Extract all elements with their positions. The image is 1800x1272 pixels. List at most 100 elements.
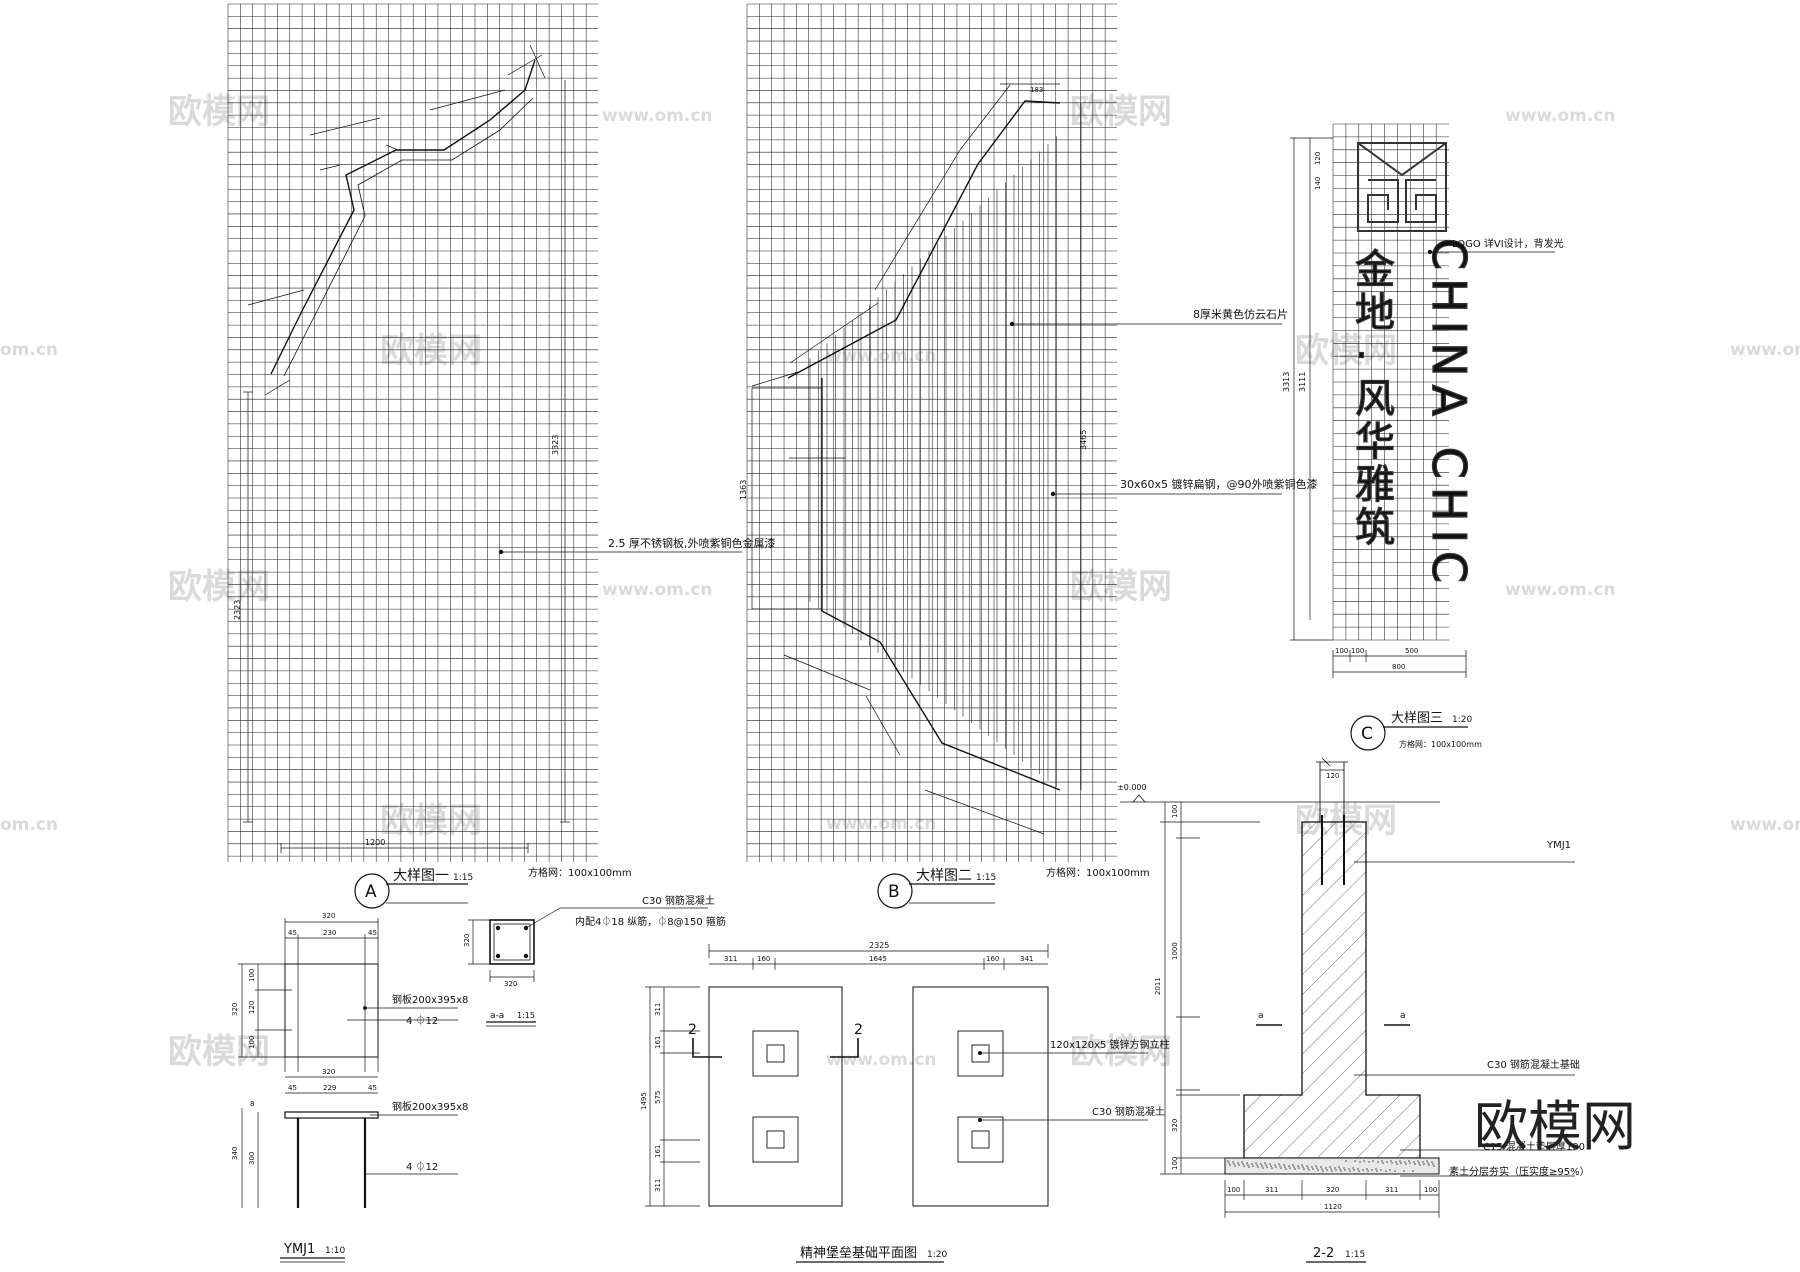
detail-a-width: 1200	[365, 838, 385, 847]
ymj1-plate-callout: 钢板200x395x8	[392, 993, 468, 1006]
ymj1-side-2: 120	[248, 1001, 256, 1014]
detail-c-dimensions	[1290, 137, 1467, 678]
detail-c-height-main: 3111	[1298, 372, 1307, 392]
section-22-panel: ±0.000 120 a a	[1117, 757, 1590, 1263]
ymj1-mid-3: 45	[368, 1084, 377, 1092]
ymj1-top-3: 45	[368, 929, 377, 937]
detail-a-bottom-dimension	[280, 843, 529, 853]
foundation-chain-2: 160	[757, 955, 770, 963]
ymj1-plan-leaders	[347, 1006, 458, 1021]
section-aa-dims	[468, 907, 708, 982]
section-22-top-dim: 120	[1326, 772, 1339, 780]
watermark-brand: 欧模网	[380, 801, 482, 841]
foundation-vchain-2: 161	[654, 1036, 662, 1049]
foundation-vchain-4: 161	[654, 1145, 662, 1158]
section-22-level-text: ±0.000	[1117, 783, 1147, 792]
watermark-site: www.om.cn	[1730, 340, 1800, 360]
foundation-section-cut	[692, 1038, 859, 1058]
detail-b-top-dim: 183	[1030, 86, 1043, 94]
ymj1-mid-2: 229	[323, 1084, 336, 1092]
detail-b-hatch-lines	[809, 136, 1057, 787]
section-22-chain-1: 100	[1171, 805, 1179, 818]
ymj1-height-b: 300	[248, 1152, 256, 1165]
detail-a-left-dimension	[243, 391, 253, 823]
detail-c-leader	[1427, 249, 1555, 255]
detail-b-outline-bottom	[821, 610, 1061, 791]
section-22-leaders	[1354, 861, 1575, 1177]
ymj1-elev-leaders	[365, 1114, 458, 1175]
detail-c-title: 大样图三	[1391, 711, 1443, 726]
foundation-callout-1: 120x120x5 镀锌方钢立柱	[1050, 1038, 1170, 1051]
detail-c-height-total: 3313	[1282, 372, 1291, 392]
section-22-callout-3: 素土分层夯实（压实度≥95%）	[1449, 1165, 1590, 1178]
section-22-callout-2: C15 混凝土垫层厚100	[1483, 1140, 1585, 1153]
section-22-bottom-3: 320	[1326, 1186, 1339, 1194]
detail-b-title: 大样图二	[916, 868, 972, 884]
detail-c-bottom-3: 500	[1405, 647, 1418, 655]
detail-b-marker-circle	[877, 873, 913, 909]
section-aa-panel: 320 320 C30 钢筋混凝土 内配4⏀18 纵筋，⏀8@150 箍筋 a-…	[463, 894, 726, 1027]
detail-c-cn-char: 雅	[1355, 462, 1395, 508]
foundation-plan-panel: 2325 311 160 1645 160 341 1495 311 161 5…	[640, 941, 1170, 1263]
detail-a-dim-lines	[247, 44, 546, 396]
detail-a-marker-circle	[354, 873, 390, 909]
watermark-site: www.om.cn	[826, 1050, 937, 1070]
section-22-marker-right: a	[1400, 1011, 1406, 1021]
foundation-vertical-total: 1495	[640, 1092, 648, 1110]
section-22-marker-left: a	[1258, 1011, 1264, 1021]
detail-b-callout-1: 8厚米黄色仿云石片	[1193, 307, 1288, 321]
section-22-pedestal	[1243, 821, 1421, 1159]
ymj1-scale: 1:10	[325, 1246, 345, 1256]
foundation-chain-1: 311	[724, 955, 737, 963]
watermark-site: www.om.cn	[602, 580, 713, 600]
foundation-leaders	[978, 1051, 1148, 1123]
section-22-bottom-dims	[1224, 1180, 1440, 1218]
detail-b-outline-top	[787, 100, 1061, 379]
detail-b-height-right: 3465	[1079, 430, 1088, 450]
ymj1-plate-elevation	[284, 1111, 379, 1119]
detail-c-width: 800	[1392, 663, 1405, 671]
detail-c-top-b: 140	[1314, 177, 1322, 190]
section-22-callout-1: C30 钢筋混凝土基础	[1487, 1058, 1580, 1071]
section-22-chain-2: 1000	[1171, 942, 1179, 960]
detail-c-marker-circle	[1350, 715, 1386, 751]
section-22-bottom-2: 311	[1265, 1186, 1278, 1194]
section-22-blinding	[1224, 1157, 1440, 1175]
foundation-section-mark-left: 2	[688, 1022, 697, 1038]
watermark-site: www.om.cn	[1505, 106, 1616, 126]
detail-a-outline	[270, 59, 536, 375]
section-22-bottom-4: 311	[1385, 1186, 1398, 1194]
ymj1-panel: 320 45 230 45 320 100 120 100 钢板200x395x…	[231, 912, 468, 1263]
foundation-pad-left	[708, 986, 843, 1207]
ymj1-thickness: 8	[250, 1100, 254, 1108]
section-22-scale: 1:15	[1345, 1250, 1365, 1260]
foundation-chain-3: 1645	[869, 955, 887, 963]
section-22-stipple	[1227, 1160, 1435, 1172]
foundation-section-mark-right: 2	[854, 1022, 863, 1038]
watermark-brand: 欧模网	[1070, 92, 1172, 132]
watermark-brand: 欧模网	[168, 1032, 270, 1072]
detail-a-right-dimension	[560, 80, 570, 823]
ymj1-width: 320	[322, 912, 335, 920]
detail-c-callout: LOGO 详VI设计，背发光	[1452, 237, 1564, 250]
grid-b	[746, 3, 1117, 862]
ymj1-plate-plan	[284, 963, 379, 1058]
detail-c-cn-char: 风	[1355, 376, 1395, 422]
foundation-scale: 1:20	[927, 1250, 947, 1260]
foundation-dims	[645, 944, 1049, 1207]
detail-a-height-total: 3323	[551, 435, 560, 455]
section-22-chain-3: 320	[1171, 1119, 1179, 1132]
detail-c-logo	[1357, 142, 1447, 232]
ymj1-side-total: 320	[231, 1003, 239, 1016]
foundation-vchain-3: 575	[654, 1091, 662, 1104]
detail-a-scale: 1:15	[453, 873, 473, 883]
section-22-bottom-5: 100	[1424, 1186, 1437, 1194]
detail-c-top-a: 120	[1314, 152, 1322, 165]
detail-a-offset	[283, 97, 534, 377]
watermark-brand: 欧模网	[1070, 567, 1172, 607]
detail-c-grid-note: 方格网：100x100mm	[1399, 739, 1482, 749]
detail-a-callout: 2.5 厚不锈钢板,外喷紫铜色金属漆	[608, 536, 776, 550]
